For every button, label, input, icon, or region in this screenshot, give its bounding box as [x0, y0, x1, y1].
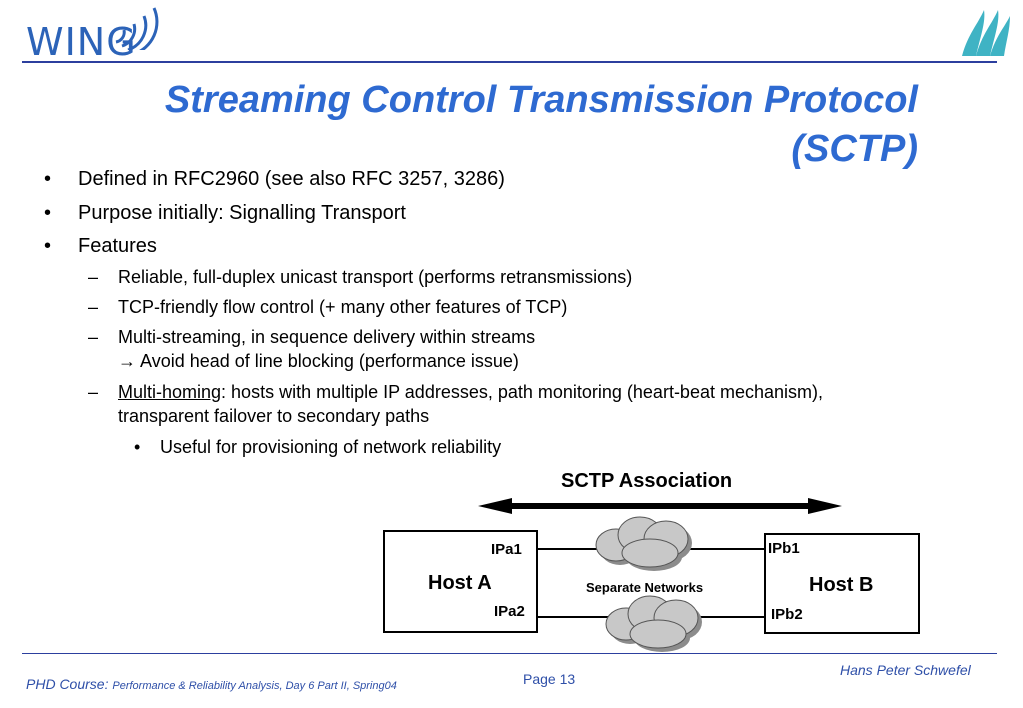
ipb1-label: IPb1 [768, 540, 800, 557]
ipa2-label: IPa2 [494, 603, 525, 620]
feature-multistreaming: Multi-streaming, in sequence delivery wi… [118, 327, 536, 347]
dash-marker: – [88, 327, 99, 347]
host-b-label: Host B [809, 574, 874, 596]
bullet-marker: • [44, 235, 52, 257]
ipa1-label: IPa1 [491, 541, 522, 558]
slide-title: Streaming Control Transmission Protocol … [164, 79, 918, 170]
dash-marker: – [88, 267, 99, 287]
bullet-features: Features [78, 235, 157, 257]
bullet-rfc: Defined in RFC2960 (see also RFC 3257, 3… [78, 168, 505, 190]
dash-marker: – [88, 297, 99, 317]
author-name: Hans Peter Schwefel [840, 662, 971, 678]
host-a-label: Host A [428, 572, 492, 594]
page-number: Page 13 [523, 671, 576, 687]
course-label: PHD Course: [26, 676, 109, 692]
feature-multistreaming-result: → Avoid head of line blocking (performan… [118, 351, 519, 371]
host-a-box [383, 530, 538, 633]
course-footer: PHD Course: Performance & Reliability An… [26, 676, 397, 692]
bullet-purpose: Purpose initially: Signalling Transport [78, 202, 406, 224]
bullet-marker: • [134, 437, 141, 457]
feature-reliable: Reliable, full-duplex unicast transport … [118, 267, 633, 287]
feature-reliability-note: Useful for provisioning of network relia… [160, 437, 502, 457]
dash-marker: – [88, 382, 99, 402]
ipb2-label: IPb2 [771, 606, 803, 623]
feature-multihoming: Multi-homing: hosts with multiple IP add… [118, 382, 823, 402]
footer-rule [22, 653, 997, 654]
feature-multihoming-line2: transparent failover to secondary paths [118, 406, 430, 426]
multihoming-term: Multi-homing [118, 382, 222, 402]
bullet-marker: • [44, 168, 52, 190]
double-arrow-icon [478, 498, 842, 514]
association-label: SCTP Association [561, 470, 733, 492]
right-arrow-icon: → [118, 351, 136, 371]
networks-label: Separate Networks [586, 580, 704, 595]
university-wave-logo-icon [962, 10, 1010, 56]
network-cloud-bottom-icon [605, 595, 702, 652]
host-b-box [764, 533, 920, 634]
course-detail: Performance & Reliability Analysis, Day … [112, 680, 397, 692]
wireless-signal-icon [115, 7, 159, 50]
bullet-marker: • [44, 202, 52, 224]
network-cloud-top-icon [595, 516, 692, 571]
header-rule [22, 61, 997, 63]
feature-flow-control: TCP-friendly flow control (+ many other … [118, 297, 568, 317]
